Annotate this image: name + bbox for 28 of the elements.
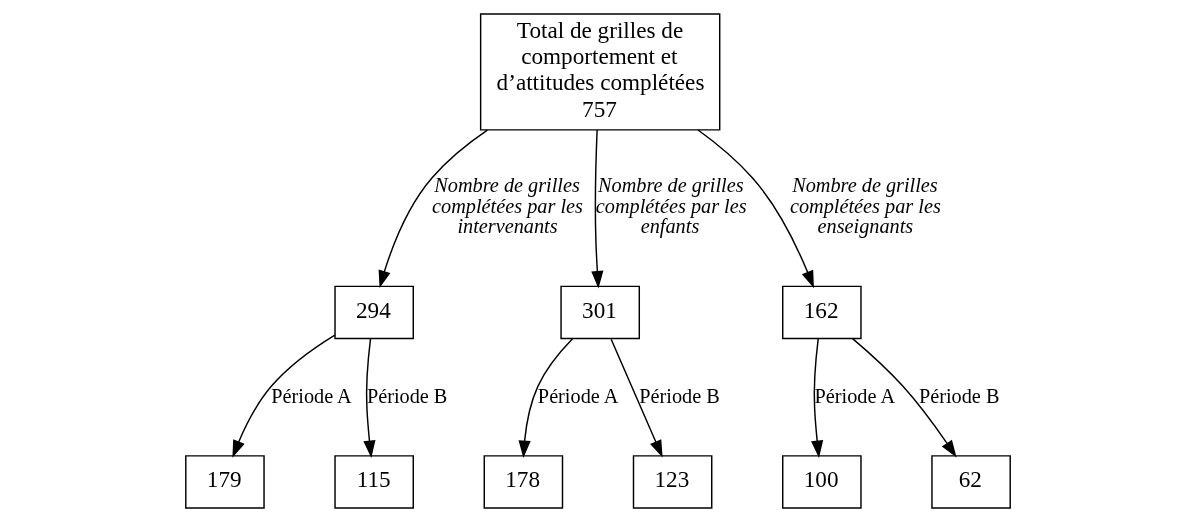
arrow <box>362 337 375 458</box>
node-box: 294 <box>333 285 414 340</box>
arrow <box>851 337 957 458</box>
node-box: 301 <box>559 285 640 340</box>
arrow <box>231 334 336 458</box>
arrow <box>518 338 573 458</box>
edge-label: Nombre de grilles complétées par les enfants <box>595 174 747 238</box>
node-box: 179 <box>184 455 265 509</box>
edge-label: Période B <box>918 384 999 407</box>
node-box: 178 <box>483 455 563 509</box>
edge-label: Période B <box>638 384 720 407</box>
arrow <box>609 338 663 458</box>
arrow <box>810 337 823 458</box>
edge-label: Nombre de grilles complétées par les enseignants <box>789 174 941 238</box>
edge-label: Période A <box>270 384 352 407</box>
node-box: 100 <box>781 455 862 509</box>
edge-label: Nombre de grilles complétées par les intervenants <box>431 174 583 238</box>
node-box: 162 <box>781 285 862 340</box>
edge-label: Période B <box>366 384 447 407</box>
edge-label: Période A <box>814 384 895 407</box>
edge-label: Période A <box>537 384 618 407</box>
arrow <box>696 129 814 289</box>
arrow <box>590 129 603 289</box>
node-box: 123 <box>632 455 712 509</box>
node-box: 115 <box>333 455 414 509</box>
node-box: Total de grilles de comportement et d’attitudes complétées 757 <box>479 13 720 131</box>
arrow <box>378 129 488 289</box>
node-box: 62 <box>930 455 1011 509</box>
